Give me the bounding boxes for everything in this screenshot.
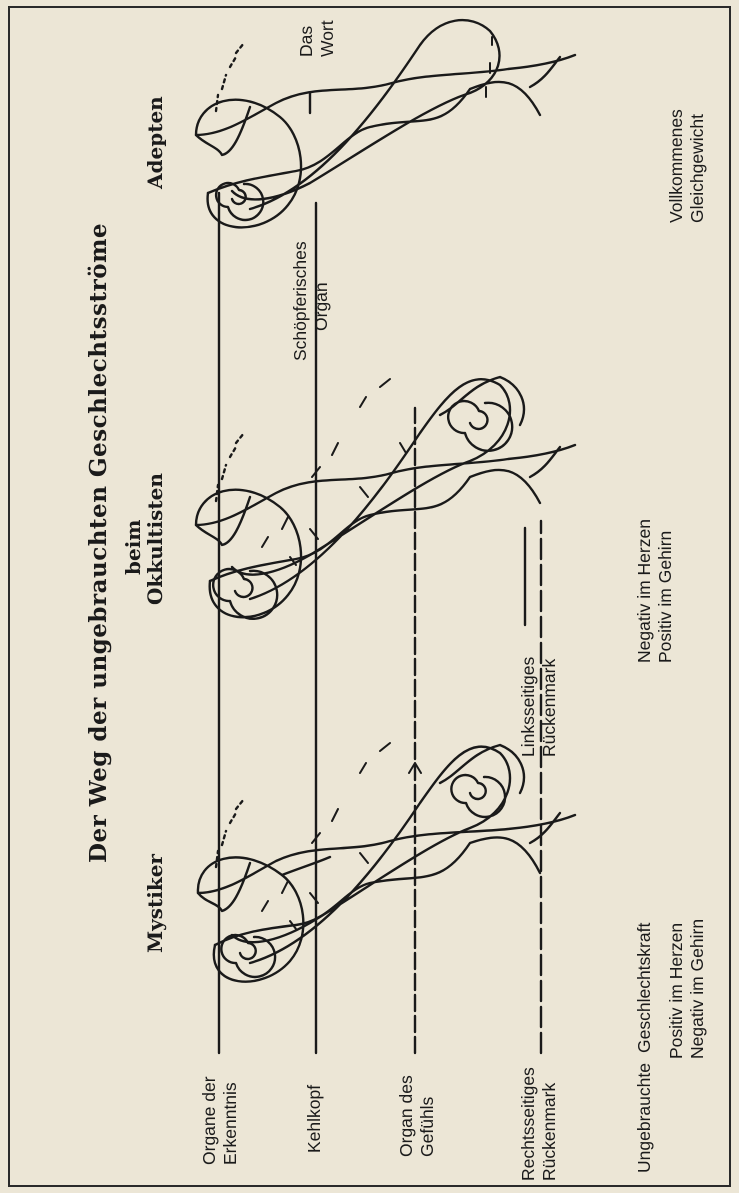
diagram-title: Der Weg der ungebrauchten Geschlechtsstr… (86, 223, 112, 863)
label-organe-erkenntnis-2: Erkenntnis (220, 1082, 240, 1165)
stage-okkultisten: Okkultisten (144, 473, 167, 605)
label-das-wort-2: Wort (317, 20, 337, 57)
stage-mystiker: Mystiker (144, 854, 167, 953)
adepten-spiral-top (216, 183, 263, 220)
label-okkultisten-state-1: Negativ im Herzen (634, 519, 654, 663)
label-schoepferisches-1: Schöpferisches (290, 241, 310, 361)
label-ungebrauchte: Ungebrauchte (634, 1063, 654, 1173)
label-linksseitiges-2: Rückenmark (539, 659, 559, 757)
okkultisten-front (210, 470, 540, 581)
mystiker-figure8 (232, 747, 510, 963)
label-das-wort-1: Das (296, 26, 316, 57)
mystiker-neck (282, 857, 330, 875)
figure-okkultisten (196, 377, 575, 619)
label-okkultisten-state-2: Positiv im Gehirn (655, 531, 675, 663)
adepten-short-marks (486, 37, 492, 97)
label-geschlechtskraft: Geschlechtskraft (634, 923, 654, 1053)
figure-mystiker (198, 743, 575, 982)
mystiker-arrows (262, 743, 390, 929)
adepten-front (208, 82, 540, 193)
figure-adepten (196, 20, 575, 227)
adepten-back-stub (530, 57, 560, 87)
label-rechtsseitiges-2: Rückenmark (539, 1083, 559, 1181)
okkultisten-back-stub (530, 447, 560, 477)
adepten-figure8 (232, 20, 500, 209)
label-rechtsseitiges-1: Rechtsseitiges (518, 1067, 538, 1181)
mystiker-front (215, 837, 540, 945)
diagram-subtitle: beim (122, 520, 145, 575)
label-mystiker-state-1: Positiv im Herzen (666, 923, 686, 1059)
label-mystiker-state-2: Negativ im Gehirn (687, 919, 707, 1059)
label-organ-gefuehls-1: Organ des (396, 1075, 416, 1157)
label-organ-gefuehls-2: Gefühls (417, 1097, 437, 1157)
okkultisten-arrows (262, 379, 406, 565)
label-schoepferisches-2: Organ (311, 282, 331, 331)
label-adepten-state-1: Vollkommenes (666, 109, 686, 223)
label-organe-erkenntnis-1: Organe der (199, 1076, 219, 1165)
okkultisten-spiral-bottom (448, 401, 512, 451)
label-linksseitiges-1: Linksseitiges (518, 657, 538, 757)
okkultisten-figure8 (232, 379, 510, 599)
label-kehlkopf: Kehlkopf (304, 1085, 324, 1153)
label-adepten-state-2: Gleichgewicht (687, 114, 707, 223)
stage-adepten: Adepten (144, 96, 167, 189)
mystiker-back-stub (530, 813, 560, 843)
